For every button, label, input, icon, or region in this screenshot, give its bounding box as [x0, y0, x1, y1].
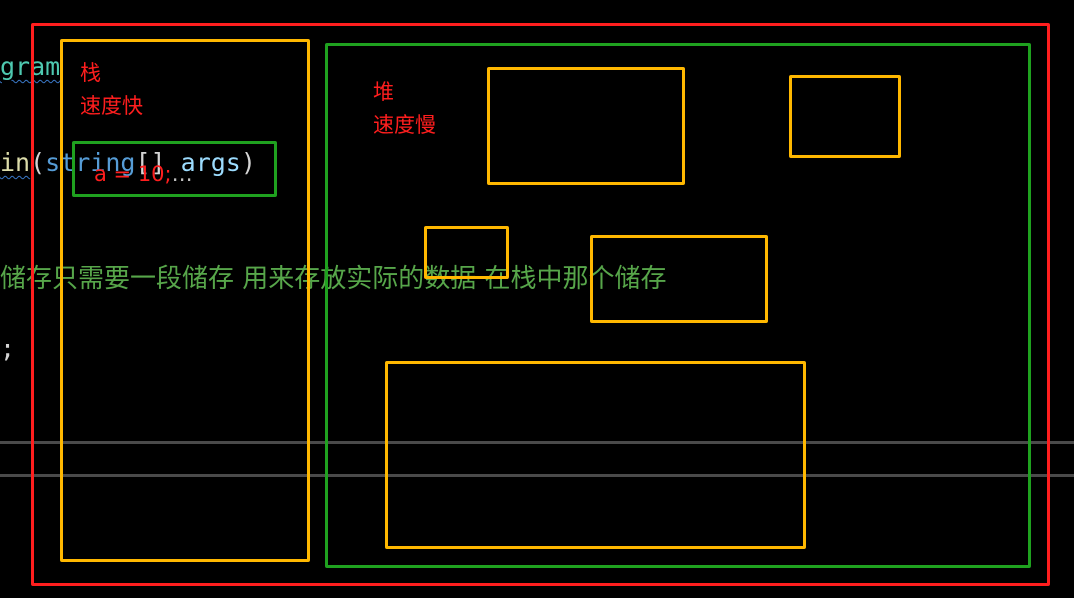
- stack-speed-label: 速度快: [80, 94, 143, 118]
- heap-block-3: [424, 226, 509, 279]
- memory-outer-frame: [31, 23, 1050, 586]
- code-method-name: in: [0, 148, 31, 177]
- heap-title: 堆: [373, 80, 394, 104]
- stack-title: 栈: [80, 61, 101, 85]
- heap-block-5: [385, 361, 806, 549]
- code-class-name: gram: [0, 52, 61, 81]
- stack-region: [60, 39, 310, 562]
- heap-block-4: [590, 235, 768, 323]
- code-line-main-signature: in(string[] args): [0, 148, 256, 177]
- editor-separator-top: [0, 441, 1074, 444]
- editor-separator-bottom: [0, 474, 1074, 477]
- heap-speed-label: 速度慢: [373, 113, 436, 137]
- code-brackets: []: [135, 148, 166, 177]
- stack-variable-value: a = 10;: [94, 162, 172, 186]
- code-param-name: args: [180, 148, 241, 177]
- stack-variable-box: [72, 141, 277, 197]
- code-line-semicolon: ;: [0, 334, 16, 363]
- heap-block-2: [789, 75, 901, 158]
- heap-region: [325, 43, 1031, 568]
- heap-block-1: [487, 67, 685, 185]
- stack-variable-ellipsis: …: [171, 162, 193, 186]
- stack-variable-text: a = 10;…: [94, 160, 193, 188]
- code-line-class: gram: [0, 52, 60, 81]
- code-comment: 储存只需要一段储存 用来存放实际的数据 在栈中那个储存: [0, 264, 667, 294]
- code-close-paren: ): [240, 148, 256, 177]
